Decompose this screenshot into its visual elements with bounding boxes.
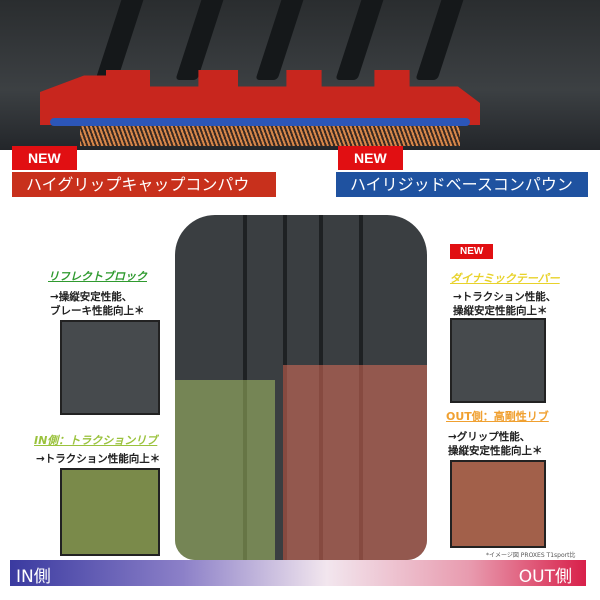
in-out-direction-bar: IN側 OUT側: [10, 560, 586, 587]
tire-cords: [80, 126, 460, 146]
desc-line: →操縦安定性能、: [50, 291, 133, 303]
footnote: *イメージ図 PROXES T1sport比: [486, 552, 576, 559]
new-badge: NEW: [12, 146, 77, 170]
in-side-label: IN側: [16, 567, 51, 587]
in-traction-rib-inset-image: [60, 468, 160, 556]
out-rigid-rib-desc: →グリップ性能、操縦安定性能向上＊: [448, 430, 543, 458]
out-side-label: OUT側: [518, 567, 572, 587]
desc-line: →グリップ性能、: [448, 431, 531, 443]
high-rigid-base-compound-label: ハイリジッドベースコンパウンド: [336, 172, 588, 215]
desc-line: 操縦安定性能向上＊: [448, 445, 543, 457]
high-grip-cap-compound-label: ハイグリップキャップコンパウンド: [12, 172, 276, 215]
desc-line: →トラクション性能、: [453, 291, 557, 303]
desc-line: ブレーキ性能向上＊: [50, 305, 145, 317]
dynamic-taper-desc: →トラクション性能、操縦安定性能向上＊: [453, 290, 556, 318]
new-badge: NEW: [450, 244, 494, 259]
desc-line: 操縦安定性能向上＊: [453, 305, 548, 317]
tire-tread-main-image: [175, 215, 427, 560]
out-rigid-rib-inset-image: [450, 460, 546, 548]
dynamic-taper-title: ダイナミックテーパー: [450, 272, 560, 285]
tire-cross-section-image: [0, 0, 600, 150]
in-traction-rib-title: IN側：トラクションリブ: [34, 434, 158, 447]
high-rigid-base-layer: [50, 118, 470, 126]
reflect-block-title: リフレクトブロック: [48, 270, 147, 283]
in-traction-rib-desc: →トラクション性能向上＊: [36, 453, 161, 465]
dynamic-taper-inset-image: [450, 318, 546, 403]
reflect-block-desc: →操縦安定性能、ブレーキ性能向上＊: [50, 290, 145, 318]
new-badge: NEW: [338, 146, 403, 170]
out-rigid-rib-title: OUT側：高剛性リブ: [446, 410, 549, 423]
reflect-block-inset-image: [60, 320, 160, 415]
